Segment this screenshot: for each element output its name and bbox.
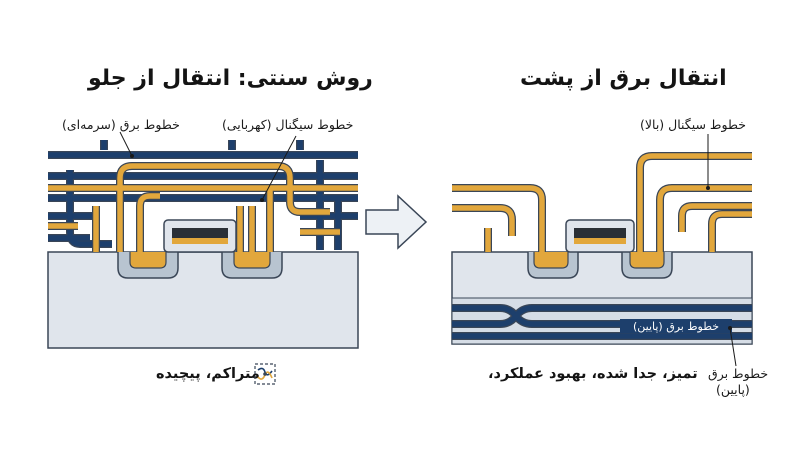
right-power-label-line2: (پایین): [716, 382, 750, 397]
right-power-leader: [729, 327, 737, 367]
right-caption: تمیز، جدا شده، بهبود عملکرد،: [488, 366, 698, 382]
left-signal-leader: [261, 135, 297, 201]
right-signal-label: خطوط سیگنال (بالا): [640, 117, 746, 132]
left-signal-label: خطوط سیگنال (کهربایی): [222, 117, 354, 132]
right-power-label-line1: خطوط برق: [708, 366, 769, 381]
left-gate-base: [172, 238, 228, 244]
right-panel-title: انتقال برق از پشت: [520, 66, 727, 91]
right-power-lines: خطوط برق (پایین): [452, 304, 752, 340]
tangled-wires-icon: [253, 362, 277, 386]
right-chip-cross-section: خطوط برق (پایین): [451, 134, 753, 367]
right-inner-power-label: خطوط برق (پایین): [633, 320, 719, 333]
left-caption: متراکم، پیچیده: [156, 366, 260, 382]
left-signal-lines: [48, 162, 358, 269]
right-gate-base: [574, 238, 626, 244]
left-panel-title: روش سنتی: انتقال از جلو: [88, 66, 373, 91]
left-gate-core: [172, 228, 228, 238]
left-power-leader: [119, 131, 133, 157]
right-arrow-icon: [365, 194, 428, 250]
left-substrate: [47, 251, 359, 349]
left-chip-cross-section: [47, 131, 359, 349]
left-power-label: خطوط برق (سرمه‌ای): [62, 117, 180, 132]
right-signal-lines: [452, 152, 752, 269]
right-gate-core: [574, 228, 626, 238]
